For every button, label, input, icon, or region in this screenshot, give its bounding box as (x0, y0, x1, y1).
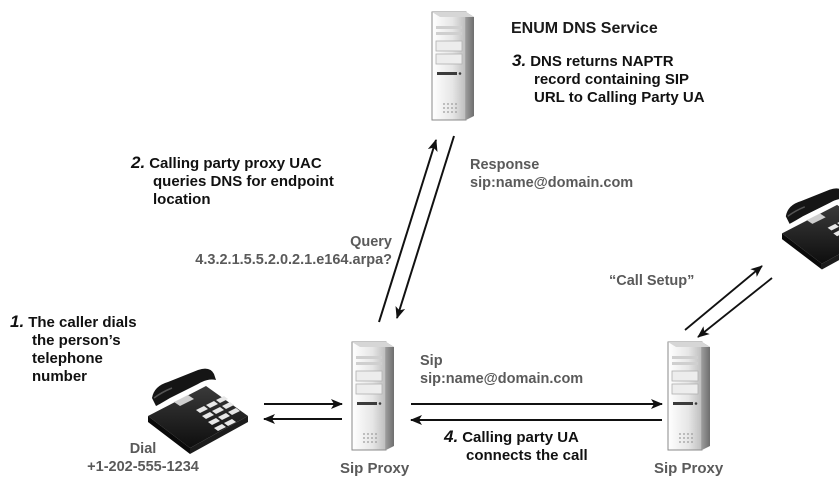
step1-line3: telephone (32, 350, 103, 367)
step1-line4: number (32, 368, 88, 385)
step4-line1: Calling party UA (462, 429, 579, 446)
step1-line2: the person’s (32, 332, 121, 349)
response-label: Response sip:name@domain.com (470, 156, 633, 192)
call-setup-arrow-down (697, 277, 773, 338)
step1-line1: The caller dials (28, 314, 137, 331)
step1-number: 1. (10, 312, 25, 331)
sip-label: Sip sip:name@domain.com (420, 352, 583, 388)
response-value: sip:name@domain.com (470, 175, 634, 191)
response-arrow (395, 135, 455, 319)
step2-number: 2. (131, 153, 146, 172)
step2-line1: Calling party proxy UAC (149, 155, 322, 172)
dial-title: Dial (129, 441, 157, 457)
dial-label: Dial +1-202-555-1234 (66, 440, 220, 476)
step4-text: 4.Calling party UA connects the call (444, 428, 588, 465)
response-title: Response (470, 157, 540, 173)
query-title: Query (350, 234, 392, 250)
sip-title: Sip (420, 353, 443, 369)
step2-line3: location (153, 191, 211, 208)
dial-number: +1-202-555-1234 (87, 459, 199, 475)
sip-proxy-left-server (351, 341, 395, 451)
step4-line2: connects the call (466, 447, 588, 464)
enum-dns-server (431, 11, 475, 121)
call-setup-label: “Call Setup” (609, 273, 695, 289)
step2-text: 2.Calling party proxy UAC queries DNS fo… (131, 154, 334, 209)
enum-dns-title: ENUM DNS Service (511, 20, 658, 37)
step3-text: 3.DNS returns NAPTR record containing SI… (512, 52, 705, 107)
sip-proxy-right-label: Sip Proxy (654, 460, 724, 477)
sip-proxy-right-server (667, 341, 711, 451)
step1-text: 1.The caller dials the person’s telephon… (10, 313, 137, 386)
step4-number: 4. (444, 427, 459, 446)
callee-phone (781, 187, 839, 271)
sip-proxy-left-label: Sip Proxy (340, 460, 410, 477)
query-value: 4.3.2.1.5.5.2.0.2.1.e164.arpa? (195, 252, 392, 268)
sip-value: sip:name@domain.com (420, 371, 584, 387)
step3-line1: DNS returns NAPTR (530, 53, 674, 70)
call-setup-arrow-up (684, 265, 763, 331)
step2-line2: queries DNS for endpoint (153, 173, 334, 190)
step3-line3: URL to Calling Party UA (534, 89, 705, 106)
query-arrow (378, 139, 438, 323)
step3-line2: record containing SIP (534, 71, 690, 88)
step3-number: 3. (512, 51, 527, 70)
query-label: Query 4.3.2.1.5.5.2.0.2.1.e164.arpa? (129, 233, 392, 269)
